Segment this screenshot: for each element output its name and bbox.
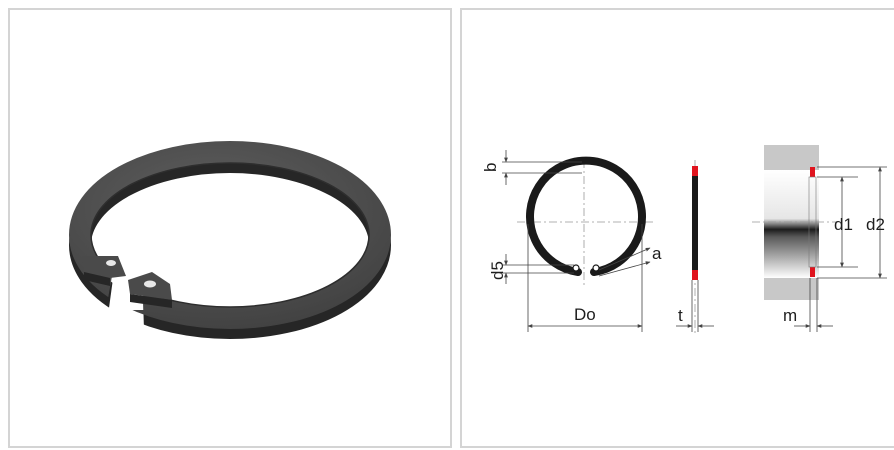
label-d5: d5 (488, 261, 507, 280)
lug-hole (144, 280, 156, 288)
lug-hole (592, 264, 600, 272)
label-d2: d2 (866, 215, 885, 234)
dim-d1: d1 (817, 176, 858, 268)
dim-d2: d2 (817, 166, 887, 279)
ring-lug-right (128, 272, 172, 308)
label-b: b (481, 163, 500, 172)
label-t: t (678, 306, 683, 325)
ring-front-view (517, 156, 654, 285)
housing-section (752, 145, 837, 300)
label-m: m (783, 306, 797, 325)
dim-d5: d5 (488, 254, 574, 284)
label-d1: d1 (834, 215, 853, 234)
ring-lug-left (82, 256, 126, 286)
ring-top-face (69, 141, 391, 329)
technical-drawing: b d5 a Do (481, 145, 887, 335)
label-Do: Do (574, 305, 596, 324)
lug-hole (106, 260, 116, 266)
dim-a: a (598, 244, 662, 277)
retaining-ring-render (69, 141, 391, 339)
dim-Do: Do (527, 224, 643, 332)
ring-side-view: t (676, 160, 714, 335)
lug-hole (572, 264, 580, 272)
dim-m: m (783, 278, 833, 332)
dim-b: b (481, 150, 582, 185)
dimension-drawing-panel: b d5 a Do (460, 8, 894, 448)
label-a: a (652, 244, 662, 263)
product-render-panel (8, 8, 452, 448)
